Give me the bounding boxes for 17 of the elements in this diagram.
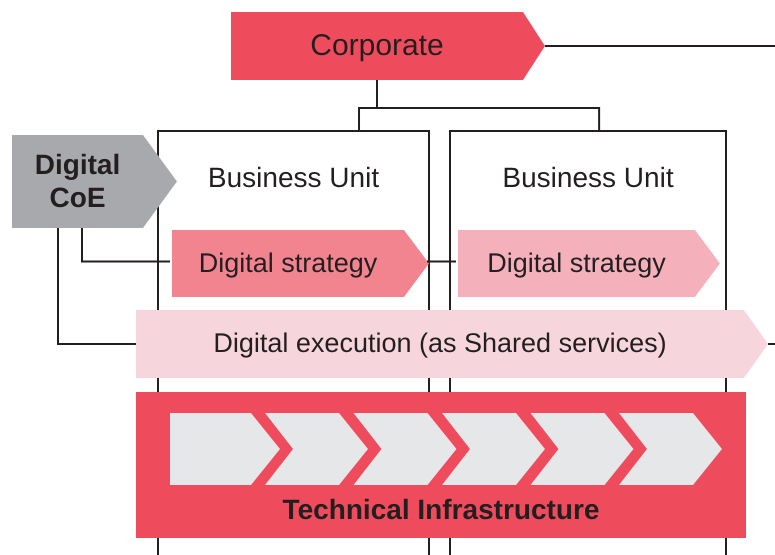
connector-line: [545, 45, 775, 47]
strategy-arrow-box: Digital strategy: [458, 230, 720, 297]
unit-title: Business Unit: [501, 162, 675, 194]
unit-box: [157, 130, 430, 310]
coe-arrow-box: Digital CoE: [12, 135, 177, 228]
unit-title: Business Unit: [206, 162, 380, 194]
connector-line: [768, 343, 775, 345]
execution-arrow-band: Digital execution (as Shared services): [136, 310, 768, 378]
infrastructure-title: Technical Infrastructure: [282, 494, 600, 526]
strategy-arrow-box: Digital strategy: [172, 230, 429, 297]
connector-line: [376, 80, 600, 130]
corporate-arrow-box: Corporate: [231, 12, 545, 80]
connector-line: [427, 260, 456, 262]
unit-box: [449, 130, 727, 310]
connector-line: [81, 228, 170, 262]
infrastructure-band: [136, 392, 746, 538]
connector-line: [57, 228, 136, 345]
